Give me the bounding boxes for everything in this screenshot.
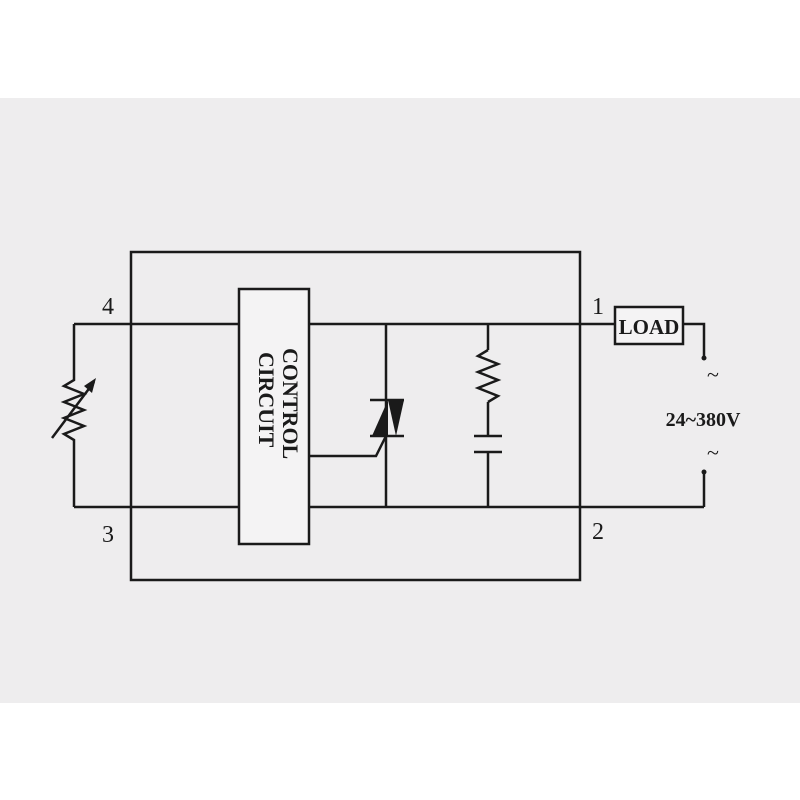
ac-tilde-top: ~	[707, 362, 719, 387]
ac-tilde-bottom: ~	[707, 440, 719, 465]
control-label: CONTROL	[278, 348, 303, 459]
voltage-label: 24~380V	[666, 409, 741, 431]
gate-lead-wire	[309, 435, 388, 458]
circuit-label: CIRCUIT	[254, 352, 279, 448]
triac-icon	[370, 398, 404, 438]
resistor-icon	[474, 348, 502, 404]
capacitor-icon	[474, 434, 502, 454]
load-label: LOAD	[619, 315, 680, 339]
source-terminal-bottom	[701, 469, 707, 475]
control-circuit-label: CONTROL CIRCUIT	[254, 348, 303, 459]
terminal-3-label: 3	[102, 522, 114, 548]
load-box	[613, 305, 685, 346]
load-to-source-wire	[683, 322, 706, 358]
terminal-4-label: 4	[102, 294, 114, 320]
terminal-1-label: 1	[592, 294, 604, 320]
source-terminal-top	[701, 355, 707, 361]
relay-housing	[129, 250, 582, 582]
terminal-2-label: 2	[592, 519, 604, 545]
control-circuit-block	[237, 287, 311, 546]
variable-resistor-icon	[51, 372, 96, 452]
